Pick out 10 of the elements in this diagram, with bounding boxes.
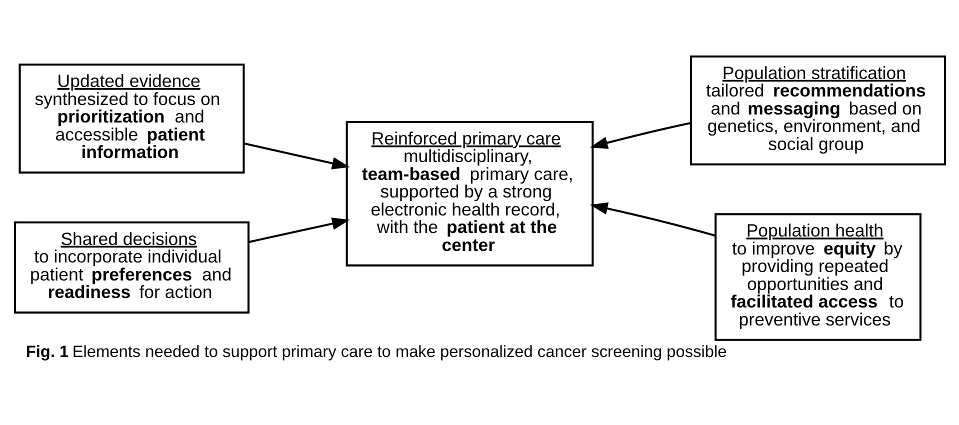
node-box: Shared decisions to incorporate individual patient preferences and readiness for action	[13, 221, 250, 314]
node-box: Population health to improve equity by providing repeated opportunities and facilitated access to preventive services	[714, 213, 921, 341]
arrow	[589, 202, 716, 237]
node-box: Reinforced primary care multidisciplinary, team-based primary care, supported by a strong electronic health record, with the patient at the center	[345, 121, 594, 266]
node-box: Population stratification tailored recommendations and messaging based on genetics, environment, and social group	[689, 55, 946, 166]
arrow	[243, 142, 350, 170]
node-box: Updated evidence synthesized to focus on prioritization and accessible patient information	[18, 64, 244, 174]
caption: Fig. 1 Elements needed to support primary care to make personalized cancer screening possible	[25, 343, 726, 362]
arrow	[589, 122, 690, 149]
arrow	[248, 218, 350, 243]
